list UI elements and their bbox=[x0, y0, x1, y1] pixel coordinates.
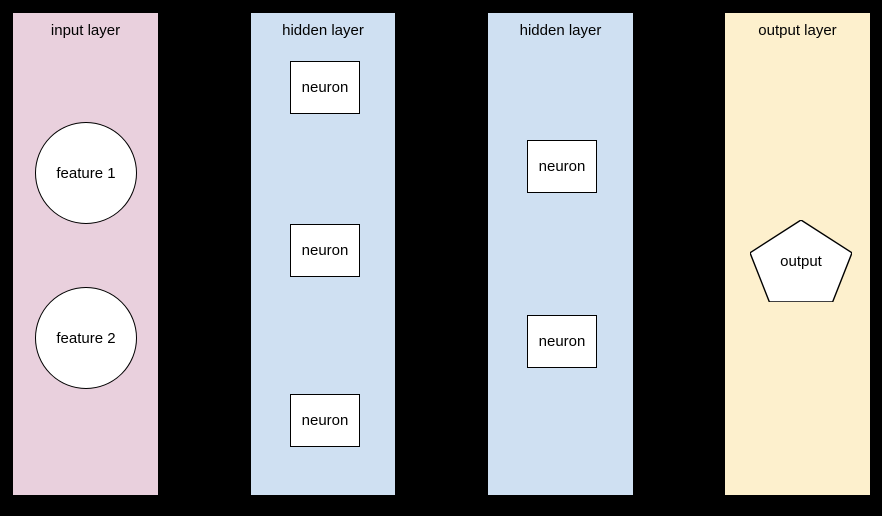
node-hidden1-neuron-3[interactable]: neuron bbox=[290, 394, 360, 447]
node-label-hidden1-neuron-1: neuron bbox=[301, 79, 349, 96]
layer-title-output-layer: output layer bbox=[758, 22, 837, 39]
node-feature-2[interactable]: feature 2 bbox=[35, 287, 137, 389]
layer-title-hidden-layer-2: hidden layer bbox=[519, 22, 602, 39]
node-label-feature-1: feature 1 bbox=[56, 164, 116, 182]
layer-title-hidden-layer-1: hidden layer bbox=[282, 22, 364, 39]
node-hidden2-neuron-1[interactable]: neuron bbox=[527, 140, 597, 193]
layer-column-hidden-layer-2 bbox=[488, 13, 633, 495]
layer-title-input-layer: input layer bbox=[50, 22, 121, 39]
node-label-feature-2: feature 2 bbox=[56, 329, 116, 347]
node-hidden1-neuron-1[interactable]: neuron bbox=[290, 61, 360, 114]
node-output-node[interactable]: output bbox=[750, 220, 852, 302]
node-label-hidden2-neuron-2: neuron bbox=[538, 333, 586, 350]
node-feature-1[interactable]: feature 1 bbox=[35, 122, 137, 224]
node-label-hidden2-neuron-1: neuron bbox=[538, 158, 586, 175]
node-hidden2-neuron-2[interactable]: neuron bbox=[527, 315, 597, 368]
node-label-output-node: output bbox=[780, 252, 822, 270]
node-label-hidden1-neuron-3: neuron bbox=[301, 412, 349, 429]
pentagon-shape bbox=[750, 220, 852, 302]
node-label-hidden1-neuron-2: neuron bbox=[301, 242, 349, 259]
node-hidden1-neuron-2[interactable]: neuron bbox=[290, 224, 360, 277]
layer-column-input-layer bbox=[13, 13, 158, 495]
